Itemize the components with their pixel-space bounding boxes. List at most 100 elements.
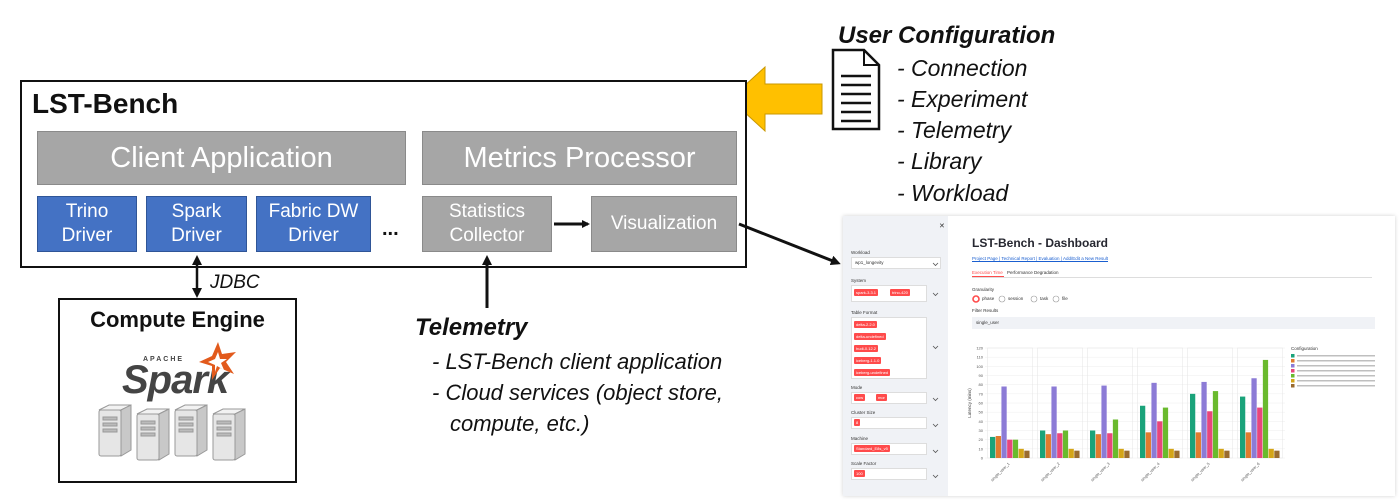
bar (1074, 450, 1080, 458)
x-tick-label: single_user_6 (1240, 461, 1262, 483)
bar (1140, 405, 1146, 458)
machine-chip[interactable]: Standard_E8s_v5 (854, 445, 890, 452)
mode-select[interactable] (851, 392, 927, 404)
radio-phase-icon[interactable] (972, 295, 980, 303)
bar (1240, 396, 1246, 458)
tab-performance-degradation[interactable]: Performance Degradation (1007, 270, 1059, 275)
spark-driver-line2: Driver (171, 225, 222, 246)
bar (1068, 448, 1074, 458)
config-item-workload: - Workload (897, 180, 1009, 206)
y-tick-label: 80 (979, 382, 984, 387)
radio-task-label: task (1040, 296, 1049, 301)
radio-session-label: session (1008, 296, 1024, 301)
x-tick-label: single_user_4 (1140, 461, 1162, 483)
compute-engine-title: Compute Engine (90, 307, 265, 332)
table-format-chip[interactable]: delta-2.2.0 (854, 321, 877, 328)
spark-driver-line1: Spark (171, 201, 222, 222)
scale-factor-label: Scale Factor (851, 461, 877, 466)
cluster-size-chip[interactable]: 8 (854, 419, 861, 426)
bar (1168, 448, 1174, 458)
bar (1007, 439, 1013, 458)
x-tick-label: single_user_5 (1190, 461, 1212, 483)
dashboard-links[interactable]: Project Page | Technical Report | Evalua… (972, 256, 1108, 261)
workload-select[interactable] (851, 257, 941, 269)
bar (1195, 432, 1201, 458)
radio-session-icon[interactable] (998, 295, 1006, 303)
bar (1040, 430, 1046, 458)
bar (1001, 386, 1007, 458)
radio-file-icon[interactable] (1052, 295, 1060, 303)
more-drivers-ellipsis: ... (382, 218, 399, 240)
active-tab-underline (972, 276, 1004, 277)
telemetry-item-cloud: - Cloud services (object store, (432, 380, 723, 405)
system-chip[interactable]: spark-3.3.1 (854, 289, 879, 296)
dashboard-title: LST-Bench - Dashboard (972, 236, 1109, 250)
bar (1107, 433, 1113, 458)
mode-label: Mode (851, 385, 863, 390)
bar (1101, 385, 1107, 458)
radio-file-label: file (1062, 296, 1068, 301)
sidebar-dropdown-chevrons (932, 262, 939, 479)
y-axis-label: Latency (mins) (967, 388, 972, 418)
config-item-experiment: - Experiment (897, 86, 1028, 112)
document-icon (831, 48, 881, 131)
workload-label: Workload (851, 250, 870, 255)
bar (1018, 448, 1024, 458)
apache-label: APACHE (143, 356, 185, 363)
scale-factor-chip[interactable]: 100 (854, 470, 865, 477)
y-tick-label: 20 (979, 437, 984, 442)
stats-line2: Collector (449, 225, 525, 246)
table-format-chip[interactable]: iceberg-1.1.0 (854, 357, 882, 364)
y-tick-label: 110 (977, 355, 984, 360)
cluster-size-select[interactable] (851, 417, 927, 429)
config-arrow (729, 65, 823, 133)
config-item-connection: - Connection (897, 55, 1028, 81)
mode-chip[interactable]: cow (854, 394, 866, 401)
bar (1257, 407, 1263, 458)
y-tick-label: 70 (979, 391, 984, 396)
filter-results-label: Filter Results (972, 308, 999, 313)
metrics-processor-box: Metrics Processor (422, 131, 737, 185)
table-format-chip[interactable]: delta-undefined (854, 333, 886, 340)
telemetry-title: Telemetry (415, 314, 528, 341)
bar (1207, 411, 1213, 458)
tab-execution-time[interactable]: Execution Time (972, 270, 1003, 275)
legend-swatch (1291, 379, 1295, 383)
sidebar-close-icon[interactable]: ✕ (939, 223, 945, 230)
bar (1274, 450, 1280, 458)
bar (1201, 381, 1207, 458)
table-format-chip[interactable]: iceberg-undefined (854, 369, 891, 376)
config-item-telemetry: - Telemetry (897, 117, 1012, 143)
table-format-label: Table Format (851, 310, 878, 315)
legend-swatch (1291, 384, 1295, 388)
y-tick-label: 10 (979, 446, 984, 451)
bar (1118, 448, 1124, 458)
y-tick-label: 60 (979, 401, 984, 406)
table-format-chip[interactable]: hudi-0.12.2 (854, 345, 879, 352)
config-item-library: - Library (897, 148, 982, 174)
y-tick-label: 100 (976, 364, 983, 369)
jdbc-label: JDBC (210, 272, 260, 293)
bar (1045, 434, 1051, 458)
bar (990, 436, 996, 458)
scale-factor-select[interactable] (851, 468, 927, 480)
fabric-driver-line2: Driver (288, 225, 339, 246)
bar (1062, 430, 1069, 458)
client-application-box: Client Application (37, 131, 406, 185)
bar (1145, 432, 1151, 458)
y-tick-label: 30 (979, 428, 984, 433)
legend-swatch (1291, 369, 1295, 373)
radio-task-icon[interactable] (1030, 295, 1038, 303)
filter-results-input[interactable] (972, 317, 1375, 329)
trino-driver-line2: Driver (61, 225, 113, 246)
y-tick-label: 120 (976, 346, 983, 351)
legend-swatch (1291, 359, 1295, 363)
bar (1095, 434, 1101, 458)
mode-chip[interactable]: mor (876, 394, 887, 401)
bar (1174, 450, 1180, 458)
system-chip[interactable]: trino-420 (890, 289, 910, 296)
